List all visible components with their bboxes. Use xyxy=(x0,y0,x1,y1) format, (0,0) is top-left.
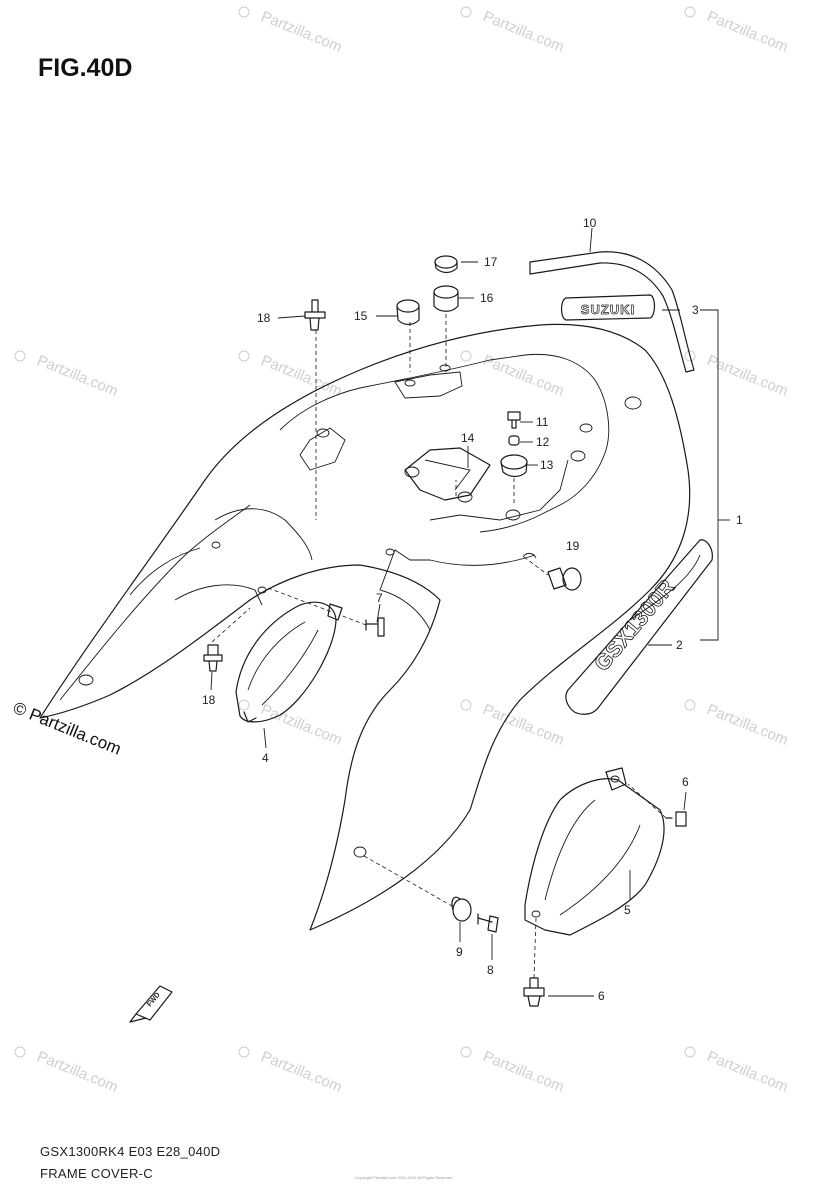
callout-6-lower: 6 xyxy=(598,989,605,1003)
svg-text:Partzilla.com: Partzilla.com xyxy=(705,352,791,400)
callout-7: 7 xyxy=(376,591,383,605)
watermark: Partzilla.com xyxy=(460,350,566,400)
fastener-part-18-upper xyxy=(304,299,326,331)
watermark: Partzilla.com xyxy=(684,350,791,400)
svg-text:Partzilla.com: Partzilla.com xyxy=(259,352,345,400)
plug-part-19 xyxy=(522,552,582,591)
trim-part-10 xyxy=(529,251,695,373)
callout-5: 5 xyxy=(624,903,631,917)
cover-part-5 xyxy=(524,767,665,936)
watermark: Partzilla.com xyxy=(684,699,791,749)
leader-lines xyxy=(210,227,730,997)
screw-part-7 xyxy=(365,617,385,637)
callout-13: 13 xyxy=(540,458,554,472)
fwd-label: FWD xyxy=(146,992,162,1009)
collar-part-12 xyxy=(508,435,520,446)
cap-part-17 xyxy=(434,255,458,274)
callout-6-upper: 6 xyxy=(682,775,689,789)
fastener-part-6-upper xyxy=(665,811,687,827)
grommet-part-13 xyxy=(500,454,528,478)
watermark-layer: Partzilla.com Partzilla.com Partzilla.co… xyxy=(11,6,791,1096)
emblem-part-3: SUZUKI xyxy=(560,294,656,321)
emblem-text: SUZUKI xyxy=(581,302,635,317)
callout-14: 14 xyxy=(461,431,475,445)
cover-part-4 xyxy=(235,601,343,723)
callout-16: 16 xyxy=(480,291,494,305)
watermark: Partzilla.com xyxy=(238,699,345,749)
callout-18-upper: 18 xyxy=(257,311,271,325)
callout-12: 12 xyxy=(536,435,550,449)
svg-text:Partzilla.com: Partzilla.com xyxy=(35,1048,121,1096)
svg-text:Partzilla.com: Partzilla.com xyxy=(35,352,121,400)
figure-title: FIG.40D xyxy=(38,54,133,82)
callout-15: 15 xyxy=(354,309,368,323)
watermark: Partzilla.com xyxy=(238,6,345,56)
watermark: Partzilla.com xyxy=(14,350,121,400)
bracket-part-14 xyxy=(404,447,491,501)
watermark: Partzilla.com xyxy=(684,1046,791,1096)
callout-8: 8 xyxy=(487,963,494,977)
assembly-lines xyxy=(211,314,667,979)
svg-text:Partzilla.com: Partzilla.com xyxy=(705,8,791,56)
svg-text:Partzilla.com: Partzilla.com xyxy=(705,701,791,749)
callout-1: 1 xyxy=(736,513,743,527)
callout-9: 9 xyxy=(456,945,463,959)
callout-18-lower: 18 xyxy=(202,693,216,707)
watermark: Partzilla.com xyxy=(238,350,345,400)
callout-2: 2 xyxy=(676,638,683,652)
watermark-side: © Partzilla.com xyxy=(11,698,124,759)
copyright-note: Copyright Partzilla.com 2004-2019 All Ri… xyxy=(355,1175,453,1180)
watermark: Partzilla.com xyxy=(684,6,791,56)
svg-text:Partzilla.com: Partzilla.com xyxy=(481,8,567,56)
fwd-arrow-icon: FWD xyxy=(129,985,173,1023)
callout-10: 10 xyxy=(583,216,597,230)
screw-part-8 xyxy=(477,913,499,933)
svg-text:Partzilla.com: Partzilla.com xyxy=(481,1048,567,1096)
callout-17: 17 xyxy=(484,255,498,269)
bolt-part-11 xyxy=(507,411,521,429)
svg-text:Partzilla.com: Partzilla.com xyxy=(259,1048,345,1096)
fastener-part-6-lower xyxy=(523,977,545,1007)
model-code: GSX1300RK4 E03 E28_040D xyxy=(40,1144,221,1159)
callout-11: 11 xyxy=(536,415,549,429)
watermark: Partzilla.com xyxy=(460,6,567,56)
watermark: Partzilla.com xyxy=(14,1046,121,1096)
svg-text:Partzilla.com: Partzilla.com xyxy=(259,701,345,749)
callout-19: 19 xyxy=(566,539,580,553)
callout-4: 4 xyxy=(262,751,269,765)
frame-cover-part-1 xyxy=(39,323,701,931)
watermark: Partzilla.com xyxy=(238,1046,345,1096)
grommet-part-9 xyxy=(451,896,472,922)
svg-text:Partzilla.com: Partzilla.com xyxy=(259,8,345,56)
side-emblem-part-2: GSX1300R xyxy=(565,539,713,715)
callout-labels: 1 2 3 4 5 6 6 7 8 9 10 11 12 13 14 15 16… xyxy=(202,216,743,1003)
svg-text:Partzilla.com: Partzilla.com xyxy=(705,1048,791,1096)
section-name: FRAME COVER-C xyxy=(40,1166,153,1181)
callout-3: 3 xyxy=(692,303,699,317)
cushion-part-16 xyxy=(433,285,459,312)
grommet-part-15 xyxy=(396,299,420,326)
watermark: Partzilla.com xyxy=(460,1046,567,1096)
fastener-part-18-lower xyxy=(203,644,223,672)
